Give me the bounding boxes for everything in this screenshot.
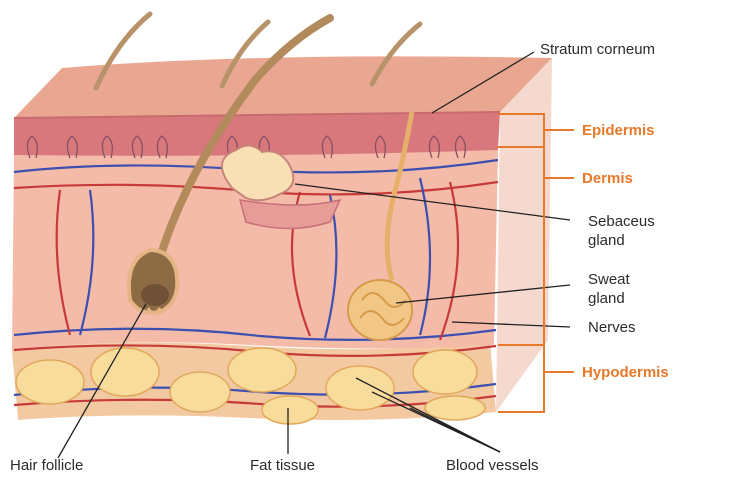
label-sebaceus-line1: Sebaceus	[588, 213, 655, 230]
label-nerves: Nerves	[588, 319, 636, 336]
label-blood-vessels: Blood vessels	[446, 457, 539, 474]
label-stratum-corneum: Stratum corneum	[540, 41, 655, 58]
label-sweat-line1: Sweat	[588, 271, 631, 288]
label-dermis: Dermis	[582, 170, 633, 187]
label-fat-tissue: Fat tissue	[250, 457, 315, 474]
label-sebaceus-line2: gland	[588, 232, 625, 249]
arrector-muscle	[240, 200, 340, 229]
label-epidermis: Epidermis	[582, 122, 655, 139]
sweat-gland-coil	[348, 280, 412, 340]
hair-follicle	[129, 250, 177, 313]
label-hypodermis: Hypodermis	[582, 364, 669, 381]
label-sweat-line2: gland	[588, 290, 625, 307]
label-hair-follicle: Hair follicle	[10, 457, 83, 474]
